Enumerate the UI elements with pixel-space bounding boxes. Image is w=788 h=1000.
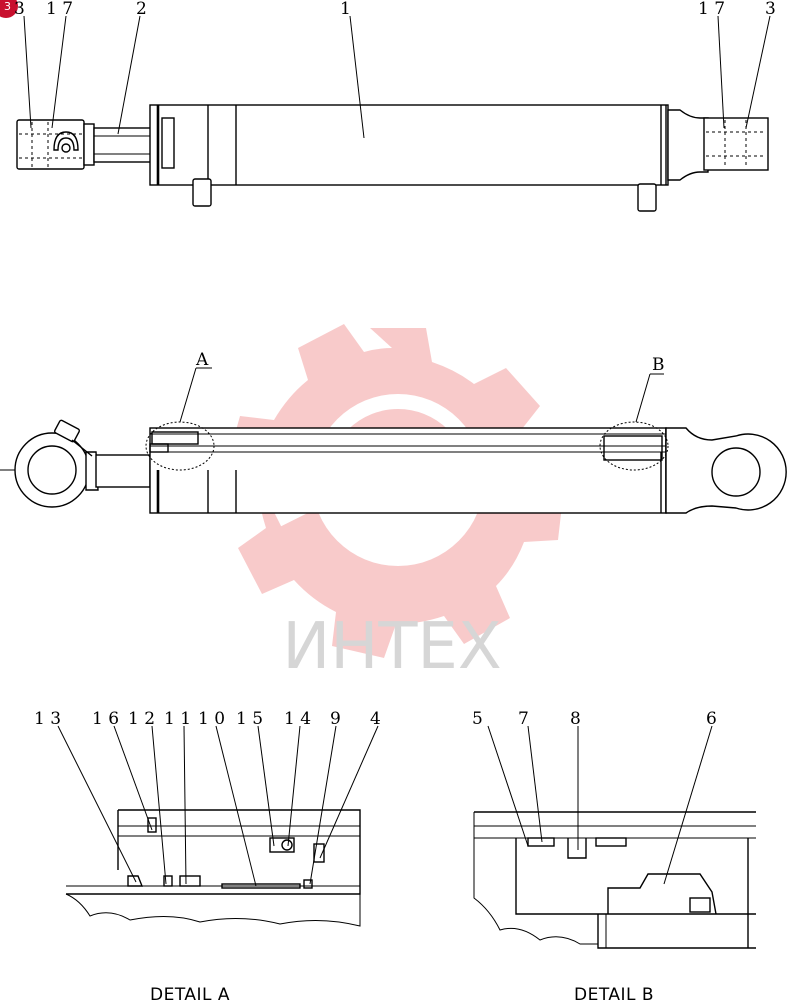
callout-seal-right: 1 7 bbox=[698, 0, 725, 19]
detail-b: 5 7 8 6 DETAIL B bbox=[472, 709, 756, 1000]
detail-b-title: DETAIL B bbox=[574, 985, 654, 1000]
corner-badge: 3 bbox=[0, 0, 18, 18]
callout-seal-left: 1 7 bbox=[46, 0, 73, 19]
callout-pin-left: 3 bbox=[14, 0, 25, 19]
cap-eye-side-right bbox=[665, 427, 787, 514]
rod-eye-side-left bbox=[14, 419, 99, 508]
detail-a-callout-10: 1 0 bbox=[198, 709, 225, 729]
detail-a-callout-13: 1 3 bbox=[34, 709, 61, 729]
top-view: 3 1 7 2 1 1 7 3 bbox=[14, 0, 776, 212]
detail-a-letter: A bbox=[195, 350, 209, 370]
piston-rod bbox=[93, 127, 153, 163]
detail-b-letter: B bbox=[652, 355, 665, 375]
detail-b-marker bbox=[599, 421, 669, 471]
detail-a-callout-11: 1 1 bbox=[164, 709, 191, 729]
detail-b-callout-6: 6 bbox=[706, 709, 717, 729]
callout-rod: 2 bbox=[136, 0, 147, 19]
detail-b-callout-5: 5 bbox=[472, 709, 483, 729]
side-view: A B bbox=[0, 350, 787, 514]
cylinder-tube-side bbox=[149, 427, 667, 514]
watermark-text: ИНТЕХ bbox=[282, 610, 501, 684]
corner-badge-text: 3 bbox=[4, 0, 11, 13]
detail-a-callout-4: 4 bbox=[370, 709, 381, 729]
detail-a: 1 3 1 6 1 2 1 1 1 0 1 5 1 4 9 4 DETAIL A bbox=[34, 709, 381, 1000]
detail-a-callout-15: 1 5 bbox=[236, 709, 263, 729]
cylinder-tube bbox=[149, 104, 669, 212]
cap-end-right bbox=[667, 109, 769, 181]
callout-pin-right: 3 bbox=[765, 0, 776, 19]
piston-rod-side bbox=[95, 454, 151, 488]
detail-a-callout-16: 1 6 bbox=[92, 709, 119, 729]
detail-a-title: DETAIL A bbox=[150, 985, 230, 1000]
detail-a-callout-14: 1 4 bbox=[284, 709, 311, 729]
detail-a-callout-9: 9 bbox=[330, 709, 341, 729]
rod-eye-left bbox=[16, 119, 95, 170]
callout-cylinder: 1 bbox=[340, 0, 351, 19]
top-view-leaders bbox=[23, 15, 771, 139]
detail-a-callout-12: 1 2 bbox=[128, 709, 155, 729]
detail-b-callout-7: 7 bbox=[518, 709, 529, 729]
detail-b-callout-8: 8 bbox=[570, 709, 581, 729]
